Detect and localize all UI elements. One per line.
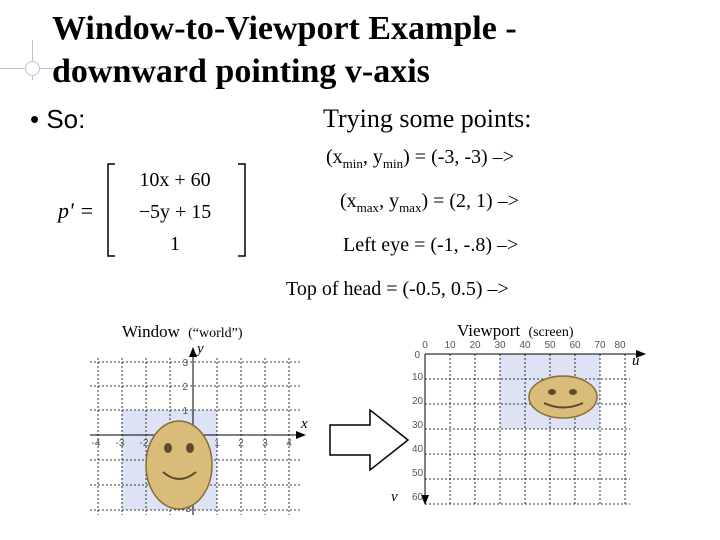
window-label: Window (“world”) <box>122 322 243 341</box>
viewport-u-tick: 80 <box>614 340 626 351</box>
title-decor-line <box>0 68 165 69</box>
viewport-v-tick: 0 <box>414 350 420 361</box>
viewport-u-tick: 20 <box>469 340 481 351</box>
bullet-item: • So: <box>30 104 85 135</box>
matrix-right-bracket <box>238 163 246 257</box>
viewport-u-tick: 0 <box>422 340 428 351</box>
point-top-of-head: Top of head = (-0.5, 0.5) –> <box>286 278 509 300</box>
viewport-u-tick: 30 <box>494 340 506 351</box>
viewport-u-tick: 10 <box>444 340 456 351</box>
matrix-row-2: −5y + 15 <box>139 201 212 223</box>
window-y-tick: 1 <box>182 406 188 417</box>
title-decor-circle <box>25 61 40 76</box>
window-x-tick: 1 <box>214 438 220 449</box>
bullet-text: So: <box>46 104 86 134</box>
viewport-smiley-face <box>528 375 598 419</box>
viewport-v-tick: 60 <box>412 492 424 503</box>
viewport-v-tick: 30 <box>412 420 424 431</box>
point-max: (xmax, ymax) = (2, 1) –> <box>340 190 519 215</box>
matrix-left-bracket <box>107 163 115 257</box>
matrix-lhs: p' = <box>56 198 94 223</box>
viewport-v-tick: 10 <box>412 372 424 383</box>
window-x-tick: 3 <box>262 438 268 449</box>
window-y-axis-label: y <box>195 341 204 357</box>
window-y-arrowhead <box>189 347 197 357</box>
viewport-u-axis-label: u <box>632 353 640 369</box>
transform-arrow <box>329 408 410 472</box>
point-left-eye: Left eye = (-1, -.8) –> <box>343 234 519 256</box>
viewport-v-tick: 20 <box>412 396 424 407</box>
transform-matrix: p' = 10x + 60 −5y + 15 1 <box>56 163 246 257</box>
window-x-tick: -2 <box>140 438 149 449</box>
title-decor-vline <box>32 40 33 80</box>
viewport-u-tick: 50 <box>544 340 556 351</box>
viewport-u-tick: 40 <box>519 340 531 351</box>
matrix-row-3: 1 <box>170 233 180 255</box>
bullet-symbol: • <box>30 104 40 134</box>
window-smiley-face <box>145 420 213 510</box>
window-x-axis-label: x <box>300 416 308 432</box>
viewport-v-tick: 50 <box>412 468 424 479</box>
points-heading: Trying some points: <box>323 104 532 133</box>
window-y-tick: 2 <box>182 382 188 393</box>
viewport-u-tick: 60 <box>569 340 581 351</box>
window-x-tick: -4 <box>92 438 101 449</box>
window-y-tick: -3 <box>182 504 191 515</box>
viewport-v-tick: 40 <box>412 444 424 455</box>
window-x-tick: 2 <box>238 438 244 449</box>
viewport-v-arrowhead <box>421 495 429 505</box>
window-x-tick: -3 <box>116 438 125 449</box>
slide-title-line-1: Window-to-Viewport Example - <box>52 10 517 47</box>
viewport-u-tick: 70 <box>594 340 606 351</box>
window-x-arrowhead <box>296 431 306 439</box>
slide-title-line-2: downward pointing v-axis <box>52 53 430 90</box>
point-min: (xmin, ymin) = (-3, -3) –> <box>326 146 514 171</box>
viewport-u-arrowhead <box>636 350 646 358</box>
viewport-v-axis-label: v <box>391 489 398 505</box>
window-x-tick: 4 <box>286 438 292 449</box>
matrix-row-1: 10x + 60 <box>139 169 210 191</box>
viewport-label: Viewport (screen) <box>457 321 574 340</box>
window-y-tick: 3 <box>182 358 188 369</box>
